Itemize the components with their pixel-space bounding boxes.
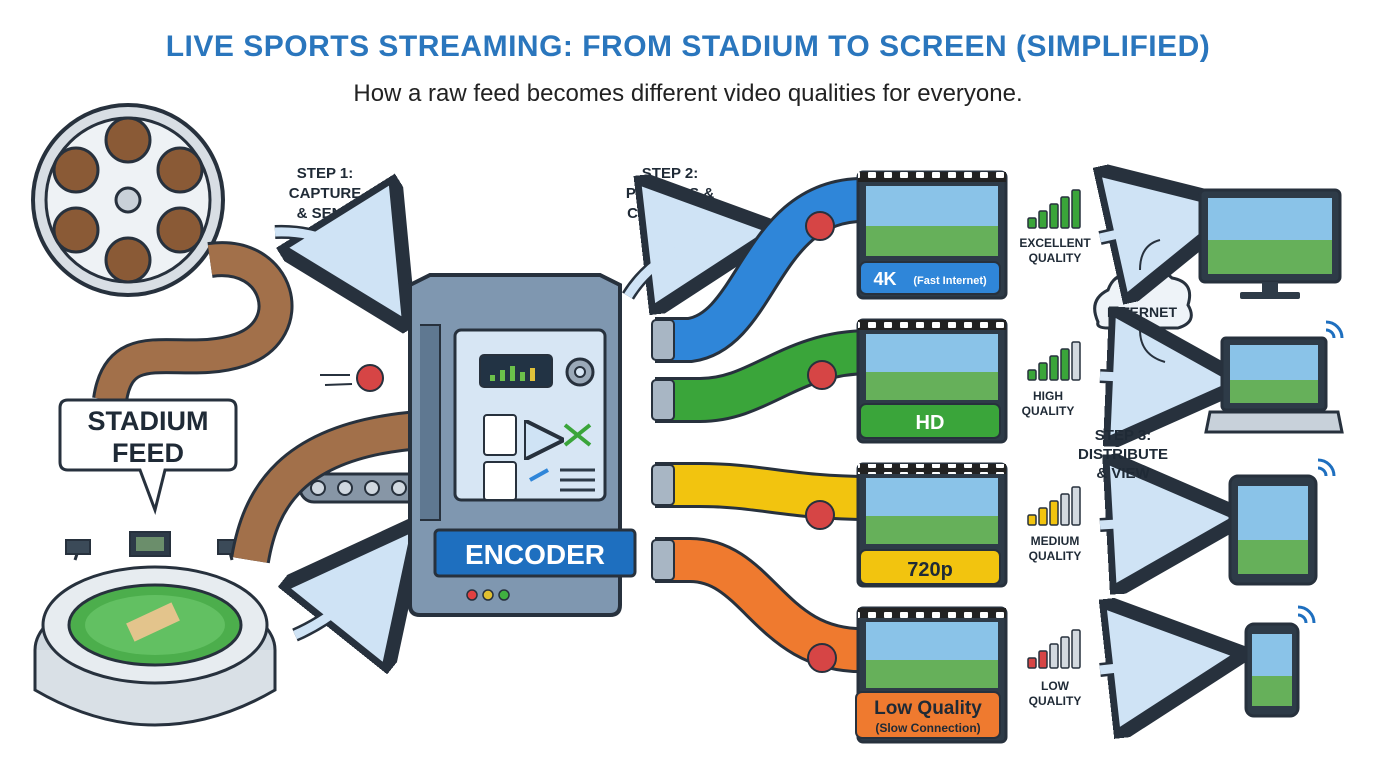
- stadium-feed-label-line2: FEED: [112, 438, 184, 468]
- tablet-icon: [1228, 474, 1318, 586]
- signal-bar: [1060, 636, 1070, 669]
- stream-sublabel-low: (Slow Connection): [875, 721, 980, 735]
- svg-text:STEP 3:: STEP 3:: [1095, 427, 1151, 444]
- quality-label-4k-line2: QUALITY: [1029, 251, 1082, 265]
- page-subtitle: How a raw feed becomes different video q…: [353, 80, 1023, 107]
- svg-text:COMPRESS: COMPRESS: [627, 205, 713, 222]
- stadium-feed-label-line1: STADIUM: [88, 406, 209, 436]
- quality-label-hd-line1: HIGH: [1033, 389, 1063, 403]
- signal-bar: [1049, 355, 1059, 381]
- stream-ribbon-4k: [655, 179, 871, 360]
- wifi-icon: [1317, 458, 1336, 477]
- signal-bar: [1038, 362, 1048, 381]
- signal-bar: [1038, 507, 1048, 526]
- stadium-icon: [33, 531, 277, 727]
- stream-label-4k: 4K: [873, 269, 896, 289]
- step2-arrow-icon: [622, 236, 725, 296]
- quality-label-720p-line1: MEDIUM: [1031, 534, 1080, 548]
- signal-bar: [1071, 486, 1081, 526]
- stream-label-hd: HD: [916, 412, 945, 434]
- wifi-icon: [1297, 605, 1316, 624]
- cricket-ball-icon: [805, 500, 835, 530]
- signal-bar: [1049, 203, 1059, 229]
- step3-label: STEP 3: DISTRIBUTE & VIEW: [1078, 427, 1168, 482]
- svg-text:STEP 2:: STEP 2:: [642, 165, 698, 182]
- quality-label-720p-line2: QUALITY: [1029, 549, 1082, 563]
- file-icon: [483, 461, 517, 501]
- stream-ribbon-hd: [655, 332, 871, 420]
- svg-text:STEP 1:: STEP 1:: [297, 165, 353, 182]
- frame-720p: 720p: [856, 462, 1008, 588]
- encoder-label: ENCODER: [465, 539, 605, 570]
- laptop-icon: [1204, 336, 1344, 434]
- wifi-icon: [1325, 320, 1344, 339]
- film-feed-icon: [233, 413, 422, 563]
- page-title: LIVE SPORTS STREAMING: FROM STADIUM TO S…: [165, 30, 1211, 63]
- signal-bar: [1038, 650, 1048, 669]
- cricket-ball-icon: [356, 364, 384, 392]
- stream-ribbon-720p: [655, 465, 871, 518]
- tv-icon: [1198, 188, 1342, 299]
- shuffle-icon: [563, 423, 592, 447]
- signal-bar: [1071, 629, 1081, 669]
- film-reel-icon: [31, 103, 225, 297]
- signal-bar: [1049, 500, 1059, 526]
- frame-hd: HD: [856, 318, 1008, 444]
- cricket-ball-icon: [807, 360, 837, 390]
- svg-text:PROCESS &: PROCESS &: [626, 185, 715, 202]
- stream-label-low: Low Quality: [874, 698, 982, 719]
- cricket-ball-icon: [805, 211, 835, 241]
- phone-icon: [1244, 622, 1300, 718]
- frame-low: Low Quality (Slow Connection): [855, 606, 1008, 744]
- internet-label: INTERNET: [1107, 304, 1177, 320]
- stream-ribbon-low: [655, 540, 871, 671]
- encoder-machine: ENCODER: [408, 273, 637, 617]
- quality-label-low-line1: LOW: [1041, 679, 1070, 693]
- document-icon: [483, 414, 517, 456]
- cricket-ball-icon: [807, 643, 837, 673]
- svg-text:DISTRIBUTE: DISTRIBUTE: [1078, 446, 1168, 463]
- signal-bar: [1071, 189, 1081, 229]
- stream-label-720p: 720p: [907, 559, 953, 581]
- quality-label-low-line2: QUALITY: [1029, 694, 1082, 708]
- quality-label-4k-line1: EXCELLENT: [1019, 236, 1091, 250]
- frame-4k: 4K (Fast Internet): [856, 170, 1008, 300]
- svg-text:& VIEW: & VIEW: [1096, 465, 1150, 482]
- svg-text:CAPTURE: CAPTURE: [289, 185, 362, 202]
- signal-bar: [1060, 348, 1070, 381]
- signal-bar: [1027, 657, 1037, 669]
- signal-bar: [1049, 643, 1059, 669]
- signal-bar: [1027, 514, 1037, 526]
- stream-sublabel-4k: (Fast Internet): [913, 275, 987, 287]
- signal-bars-group: [1027, 189, 1081, 669]
- svg-text:& SEND: & SEND: [297, 205, 354, 222]
- signal-bar: [1038, 210, 1048, 229]
- quality-label-hd-line2: QUALITY: [1022, 404, 1075, 418]
- step1-label: STEP 1: CAPTURE & SEND: [289, 165, 362, 222]
- signal-bar: [1027, 217, 1037, 229]
- signal-bar: [1060, 493, 1070, 526]
- stadium-feed-callout: STADIUM FEED: [58, 398, 238, 516]
- signal-bar: [1060, 196, 1070, 229]
- internet-cloud-icon: INTERNET: [1093, 267, 1193, 330]
- signal-bar: [1071, 341, 1081, 381]
- signal-bar: [1027, 369, 1037, 381]
- step2-label: STEP 2: PROCESS & COMPRESS: [626, 165, 715, 222]
